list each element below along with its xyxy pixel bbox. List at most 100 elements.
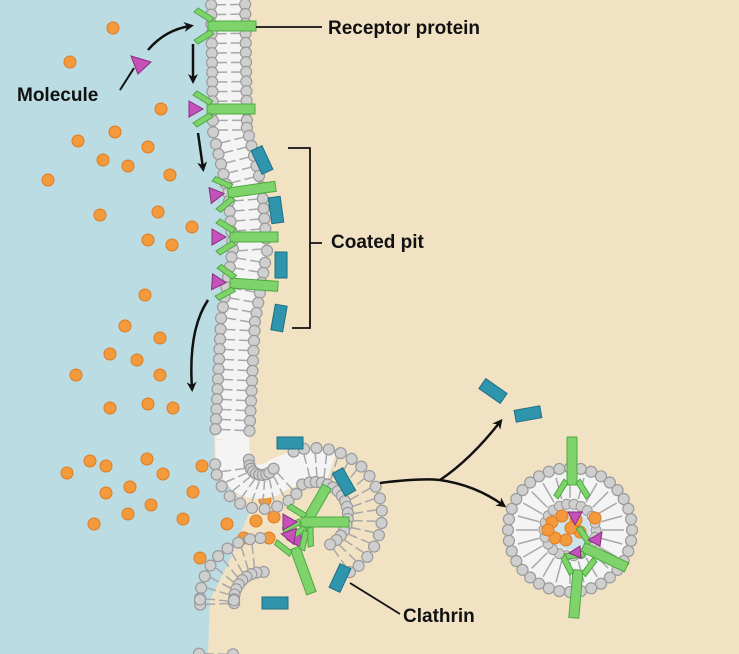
lipid-tail <box>244 176 254 181</box>
receptor-arm <box>575 478 591 500</box>
lipid-head <box>611 484 624 497</box>
lipid-head <box>213 343 226 356</box>
lipid-tail <box>237 563 243 573</box>
clathrin-leader-line <box>349 582 401 615</box>
lipid-tail <box>364 529 374 534</box>
lipid-head <box>207 126 220 139</box>
lipid-tail <box>227 317 237 321</box>
lipid-head <box>367 540 381 553</box>
lipid-tail <box>224 149 234 154</box>
molecule-label: Molecule <box>17 85 99 106</box>
lipid-head <box>257 202 270 215</box>
lipid-tail <box>353 511 364 515</box>
receptor-protein <box>208 175 277 213</box>
lipid-head <box>210 468 223 481</box>
lipid-tail <box>251 248 262 251</box>
receptor-stem <box>300 516 350 528</box>
lipid-tail <box>600 537 623 545</box>
lipid-tail <box>241 309 251 313</box>
molecule-particle <box>106 21 120 35</box>
lipid-head <box>502 513 516 526</box>
lipid-head <box>233 497 247 510</box>
lipid-head <box>603 476 616 489</box>
lipid-tail <box>234 467 245 471</box>
lipid-tail <box>229 169 239 174</box>
lipid-tail <box>235 267 245 271</box>
receptor-proteins <box>130 7 350 596</box>
molecule-bound <box>211 228 228 246</box>
molecule-particle <box>165 238 179 252</box>
molecule-bound <box>208 186 226 205</box>
lipid-tail <box>255 480 261 490</box>
molecule-particle <box>121 507 135 521</box>
lipid-head <box>369 480 382 493</box>
lipid-head <box>505 502 518 515</box>
molecule-particle <box>186 485 200 499</box>
clathrin-piece <box>513 405 543 423</box>
lipid-head <box>355 460 368 473</box>
lipid-head <box>501 523 515 537</box>
lipid-head <box>258 502 271 516</box>
molecule-particle <box>96 153 110 167</box>
lipid-tail <box>351 526 361 531</box>
molecule-particle <box>121 159 135 173</box>
lipid-head <box>260 244 274 257</box>
lipid-head <box>225 251 238 264</box>
lipid-head <box>516 563 529 576</box>
lipid-head <box>210 403 223 416</box>
lipid-head <box>245 374 259 387</box>
clathrin-piece <box>267 195 285 225</box>
lipid-head <box>622 545 635 558</box>
lipid-head <box>585 465 598 478</box>
clathrin-piece <box>250 145 274 175</box>
lipid-tail <box>237 257 247 261</box>
lipid-head <box>322 443 335 456</box>
lipid-head <box>258 256 272 269</box>
lipid-head <box>209 423 222 436</box>
lipid-head <box>193 593 207 606</box>
lipid-head <box>212 148 225 161</box>
receptor-arm <box>193 7 215 23</box>
clathrin-piece <box>478 377 508 405</box>
clathrin-coat <box>250 145 543 610</box>
receptor-arm <box>286 503 308 519</box>
molecule-particle <box>141 397 155 411</box>
lipid-head <box>363 469 376 483</box>
lipid-head <box>195 581 208 595</box>
molecule-particle <box>153 331 167 345</box>
lipid-tail <box>542 557 555 578</box>
lipid-head <box>290 487 303 500</box>
lipid-tail <box>241 489 248 498</box>
lipid-head <box>324 538 337 551</box>
receptor-arm <box>193 29 215 45</box>
lipid-tail <box>585 482 598 503</box>
lipid-head <box>245 501 259 515</box>
lipid-tail <box>352 502 362 507</box>
lipid-head <box>252 296 265 309</box>
lipid-head <box>256 192 269 205</box>
lipid-tail <box>306 467 311 477</box>
lipid-tail <box>365 498 375 503</box>
lipid-tail <box>234 199 244 202</box>
receptor-stem <box>229 277 279 292</box>
receptor-protein <box>188 90 256 128</box>
molecule-particle <box>63 55 77 69</box>
lipid-head <box>247 334 261 347</box>
molecule-particle <box>220 517 234 531</box>
lipid-head <box>375 504 388 517</box>
lipid-head <box>345 452 358 465</box>
clathrin-piece <box>274 251 288 279</box>
lipid-head <box>532 470 546 483</box>
lipid-head <box>624 513 638 526</box>
lipid-head <box>243 533 257 546</box>
molecule-particle <box>99 459 113 473</box>
lipid-head <box>204 559 217 572</box>
lipid-head <box>247 344 260 357</box>
receptor-stem <box>568 569 584 619</box>
lipid-head <box>372 529 385 542</box>
molecule-particle <box>141 233 155 247</box>
lipid-head <box>524 571 537 584</box>
lipid-head <box>212 363 225 376</box>
lipid-tail <box>531 552 548 569</box>
